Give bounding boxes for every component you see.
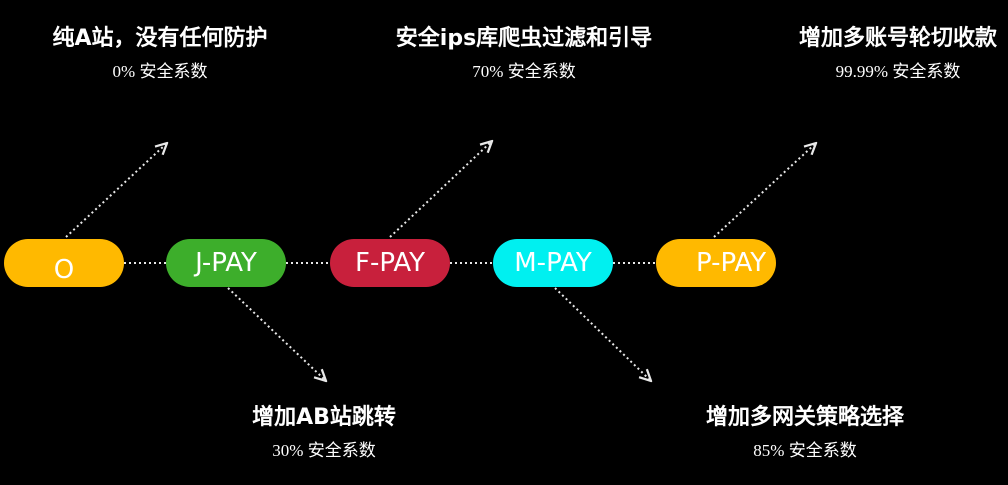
label-subtitle: 0% 安全系数 [112, 62, 208, 81]
arrow-p-to-label [713, 144, 815, 238]
node-m-pay: M-PAY [493, 239, 613, 287]
label-subtitle: 30% 安全系数 [272, 441, 376, 460]
label-no-protection: 纯A站，没有任何防护 0% 安全系数 [20, 24, 300, 84]
label-title: 增加AB站跳转 [252, 405, 396, 430]
label-title: 安全ips库爬虫过滤和引导 [395, 26, 653, 51]
label-subtitle: 85% 安全系数 [753, 441, 857, 460]
node-f-pay: F-PAY [330, 239, 450, 287]
label-multi-account: 增加多账号轮切收款 99.99% 安全系数 [758, 24, 1008, 84]
label-ips-filter: 安全ips库爬虫过滤和引导 70% 安全系数 [364, 24, 684, 84]
label-ab-redirect: 增加AB站跳转 30% 安全系数 [184, 403, 464, 463]
node-p-pay: P-PAY [656, 239, 776, 287]
arrow-f-to-label [389, 142, 491, 238]
label-title: 纯A站，没有任何防护 [52, 26, 268, 51]
node-j-pay: J-PAY [166, 239, 286, 287]
label-multi-gateway: 增加多网关策略选择 85% 安全系数 [665, 403, 945, 463]
label-title: 增加多网关策略选择 [705, 405, 904, 430]
label-subtitle: 70% 安全系数 [472, 62, 576, 81]
node-o: O [4, 239, 124, 287]
arrow-j-to-label [227, 287, 325, 380]
label-subtitle: 99.99% 安全系数 [835, 62, 961, 81]
label-title: 增加多账号轮切收款 [798, 26, 997, 51]
arrow-o-to-label [65, 144, 166, 238]
arrow-m-to-label [554, 287, 650, 380]
